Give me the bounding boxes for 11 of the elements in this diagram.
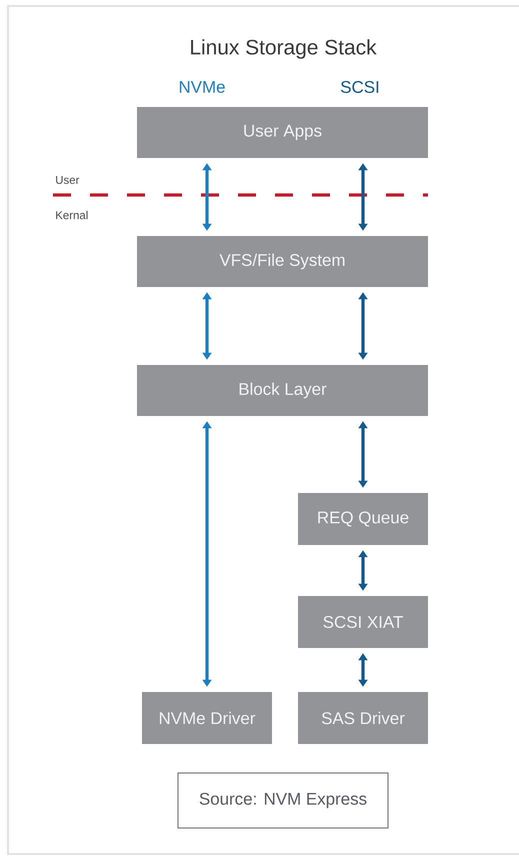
layer-box: Block Layer	[137, 365, 428, 416]
layer-box: User Apps	[137, 107, 428, 158]
layer-box: NVMe Driver	[142, 692, 272, 744]
layer-box: REQ Queue	[298, 493, 428, 545]
region-label: User	[56, 176, 80, 184]
layer-box: VFS/File System	[137, 236, 428, 287]
source-box: Source: NVM Express	[178, 772, 388, 828]
layer-box: SCSI XIAT	[298, 596, 428, 648]
title: Linux Storage Stack	[191, 39, 377, 59]
region-label: Kernal	[56, 210, 88, 220]
layer-box: SAS Driver	[298, 692, 428, 744]
